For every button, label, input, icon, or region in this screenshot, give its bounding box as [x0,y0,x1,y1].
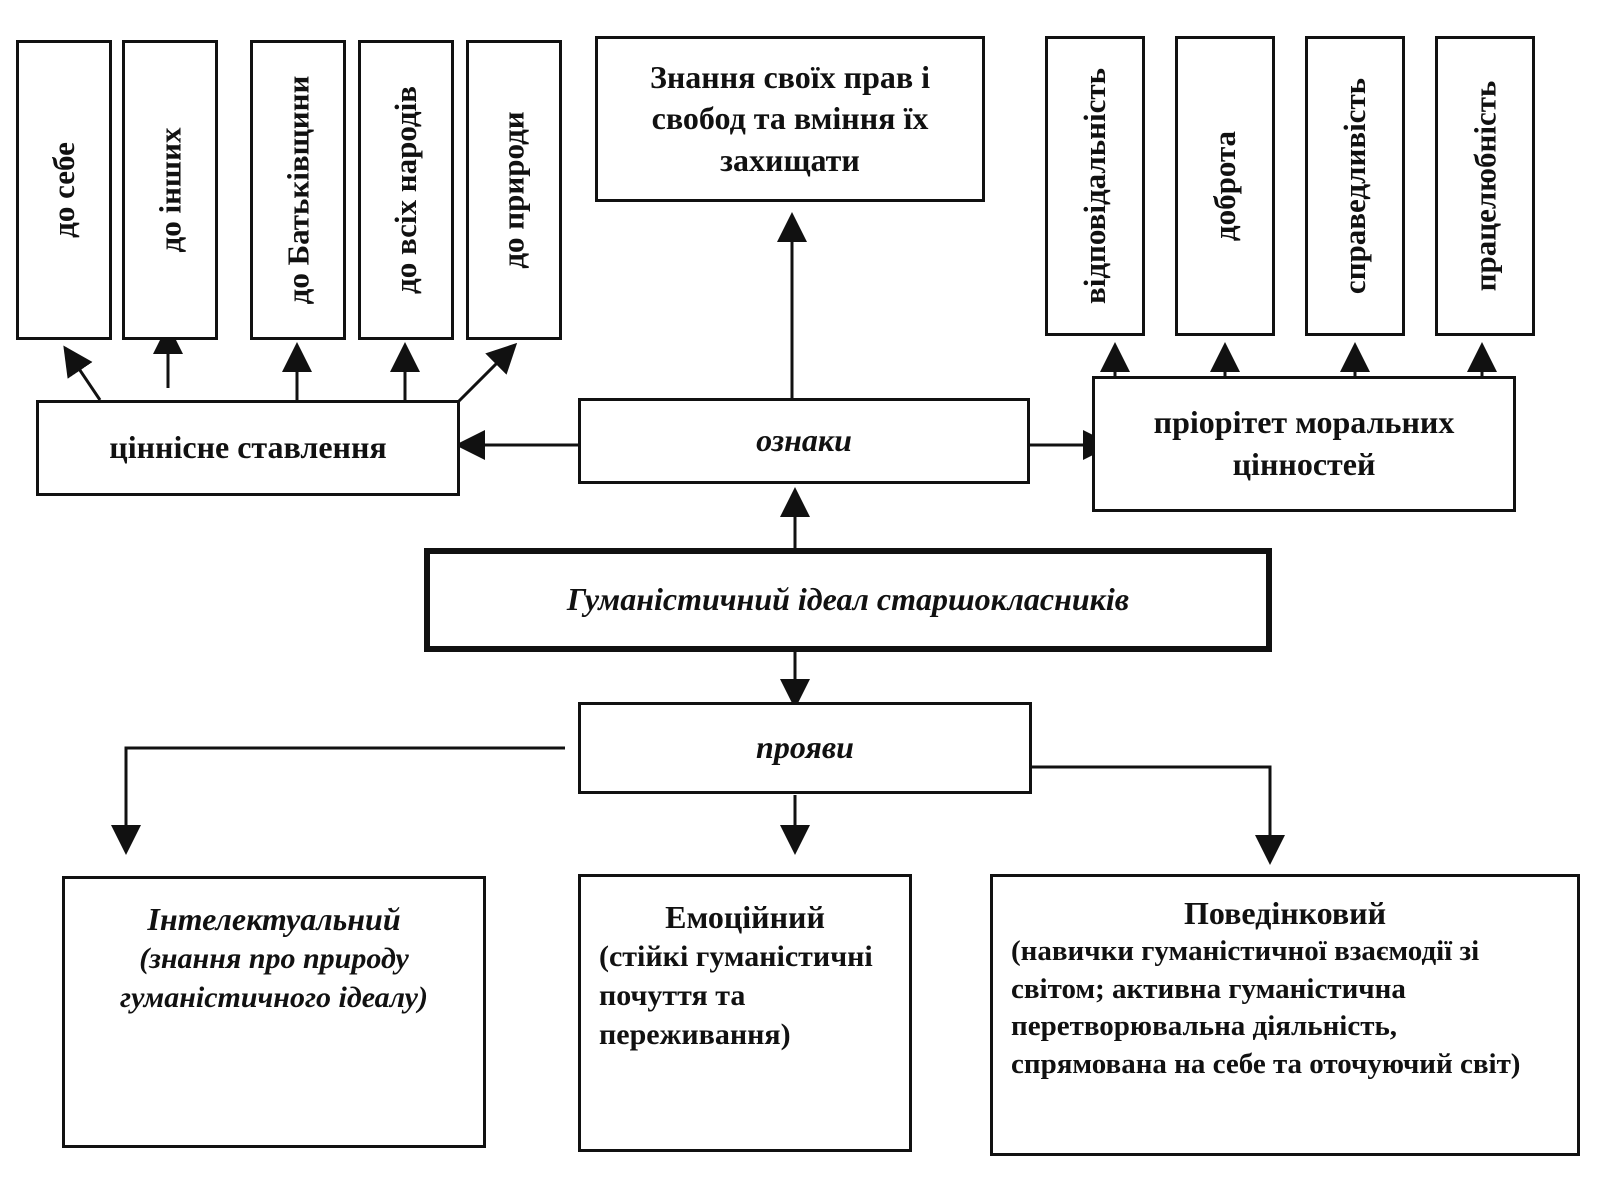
arrow-to-nature [453,342,518,407]
target-label-all-peoples: до всіх народів [388,86,424,294]
manifestations-box: прояви [578,702,1032,794]
manifestations-text: прояви [756,729,854,766]
humanistic-ideal-text: Гуманістичний ідеал старшокласників [566,581,1130,618]
value-box-responsibility: відповідальність [1045,36,1145,336]
emotional-component-box: Емоційний (стійкі гуманістичні почуття т… [578,874,912,1152]
target-box-nature: до природи [466,40,562,340]
emotional-title: Емоційний [665,899,825,935]
value-label-diligence: працелюбність [1467,80,1503,292]
value-box-kindness: доброта [1175,36,1275,336]
arrow-to-behavioral [1032,765,1285,865]
value-attitude-box: ціннісне ставлення [36,400,460,496]
rights-knowledge-box: Знання своїх прав і свобод та вміння їх … [595,36,985,202]
behavioral-title: Поведінковий [1183,895,1387,931]
intellectual-title: Інтелектуальний [147,901,401,937]
intellectual-description: (знання про природу гуманістичного ідеал… [120,942,428,1014]
value-box-justice: справедливість [1305,36,1405,336]
moral-priority-text: пріорітет моральних цінностей [1153,404,1455,482]
value-label-kindness: доброта [1207,130,1242,242]
arrow-to-self [63,345,102,401]
target-box-all-peoples: до всіх народів [358,40,454,340]
emotional-description: (стійкі гуманістичні почуття та пережива… [599,940,873,1051]
moral-priority-box: пріорітет моральних цінностей [1092,376,1516,512]
rights-knowledge-text: Знання своїх прав і свобод та вміння їх … [649,58,931,178]
arrow-to-intellectual [111,746,565,855]
behavioral-component-box: Поведінковий (навички гуманістичної взає… [990,874,1580,1156]
behavioral-description: (навички гуманістичної взаємодії зі світ… [1011,935,1521,1081]
value-box-diligence: працелюбність [1435,36,1535,336]
target-box-others: до інших [122,40,218,340]
humanistic-ideal-box: Гуманістичний ідеал старшокласників [424,548,1272,652]
value-attitude-text: ціннісне ставлення [109,429,387,466]
target-label-nature: до природи [496,111,532,269]
target-label-self: до себе [46,142,81,238]
value-label-justice: справедливість [1337,77,1372,295]
target-label-others: до інших [152,127,188,253]
target-box-homeland: до Батьківщини [250,40,346,340]
target-box-self: до себе [16,40,112,340]
signs-text: ознаки [756,422,852,459]
target-label-homeland: до Батьківщини [280,75,315,305]
intellectual-component-box: Інтелектуальний (знання про природу гума… [62,876,486,1148]
signs-box: ознаки [578,398,1030,484]
value-label-responsibility: відповідальність [1077,67,1113,305]
